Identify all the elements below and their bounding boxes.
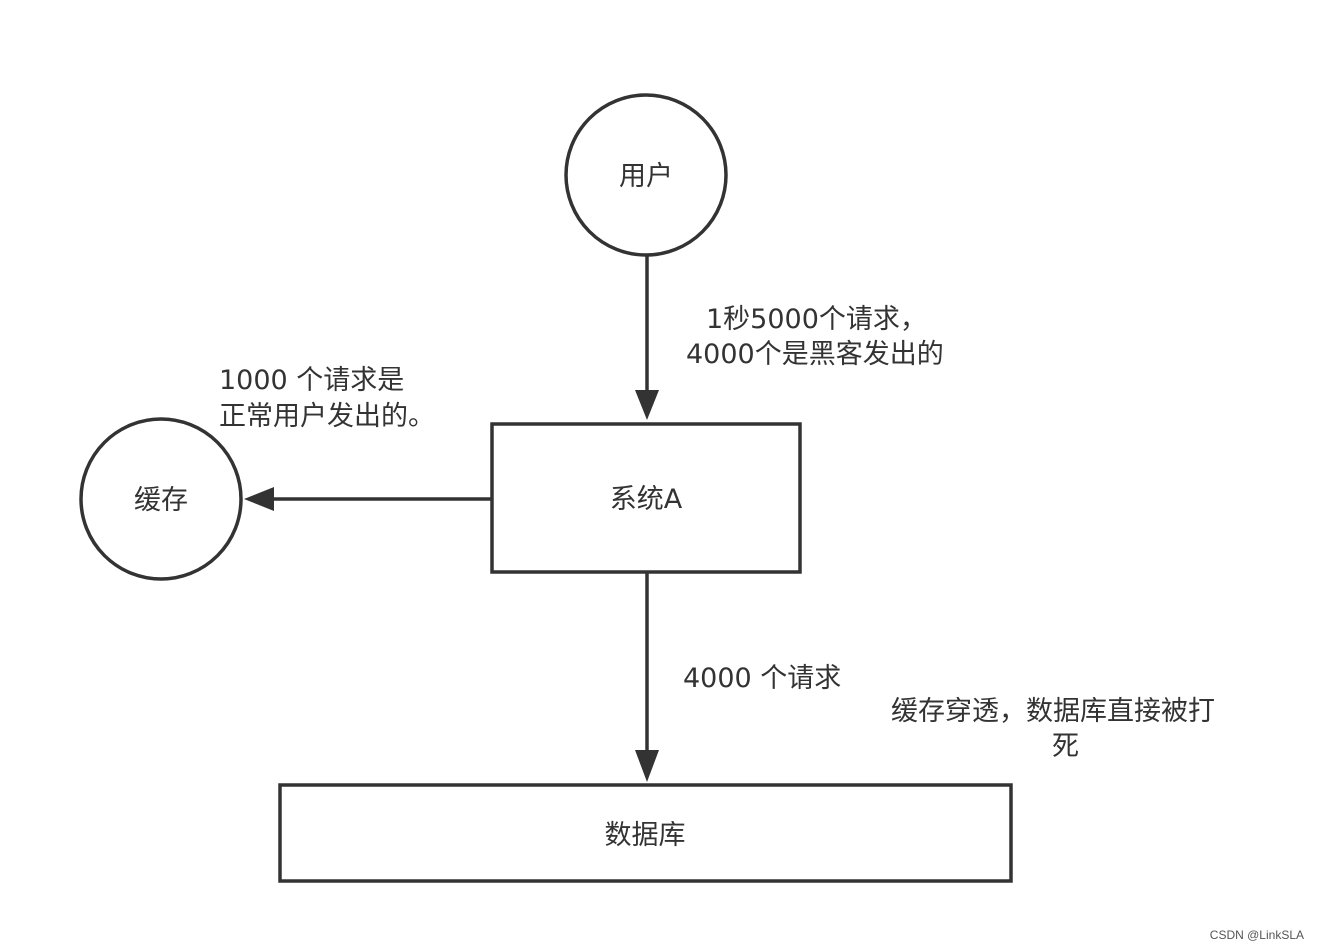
user-circle [564,93,728,257]
node-cache: 缓存 [79,417,243,581]
node-system-a: 系统A [490,422,802,574]
cache-label: 缓存 [134,485,188,516]
system-to-cache-label-line2: 正常用户发出的。 [219,401,435,432]
edge-system-to-cache [244,487,492,511]
node-database: 数据库 [278,783,1013,883]
penetration-note-line1: 缓存穿透，数据库直接被打 [891,696,1215,727]
system-to-cache-label-line1: 1000 个请求是 [219,365,404,396]
edge-system-to-database [635,573,659,782]
system-a-label: 系统A [610,484,683,515]
edge-user-to-system [635,256,659,420]
user-label: 用户 [619,161,673,192]
database-box [278,783,1013,883]
user-to-system-label-line2: 4000个是黑客发出的 [686,339,944,370]
system-a-box [490,422,802,574]
cache-circle [79,417,243,581]
node-user: 用户 [564,93,728,257]
user-to-system-label-line1: 1秒5000个请求， [706,304,927,335]
system-to-database-label: 4000 个请求 [683,663,841,694]
database-label: 数据库 [605,820,686,851]
watermark-text: CSDN @LinkSLA [1209,928,1304,942]
penetration-note-line2: 死 [1052,731,1079,762]
